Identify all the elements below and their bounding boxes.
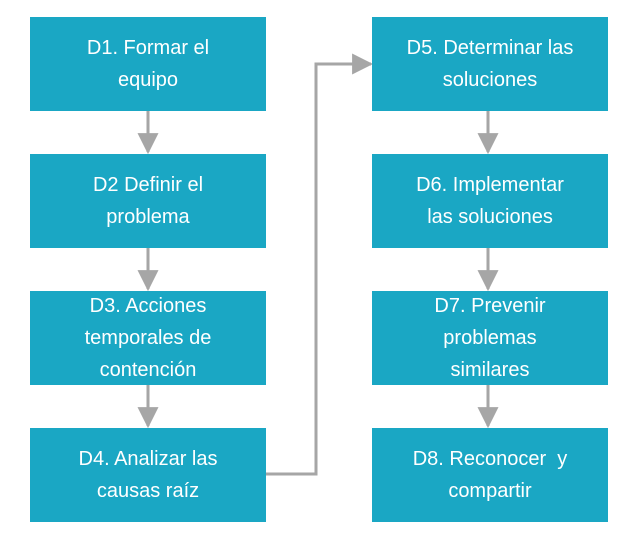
step-d6-line-2: las soluciones	[427, 206, 553, 228]
step-d7-line-3: similares	[450, 359, 530, 381]
step-d3-line-3: contención	[99, 359, 197, 381]
step-d3-line-2: temporales de	[84, 327, 212, 349]
step-d1-line-2: equipo	[117, 69, 179, 91]
step-d8-box: D8. Reconocer y compartir	[372, 428, 608, 522]
step-d4-line-1: D4. Analizar las	[78, 448, 218, 470]
step-d1-line-1: D1. Formar el	[86, 37, 210, 59]
step-d3-box: D3. Acciones temporales de contención	[30, 291, 266, 385]
step-d7-line-1: D7. Prevenir	[434, 295, 546, 317]
step-d2-line-2: problema	[106, 206, 190, 228]
step-d5-line-1: D5. Determinar las	[406, 37, 574, 59]
step-d7-box: D7. Prevenir problemas similares	[372, 291, 608, 385]
step-d4-line-2: causas raíz	[96, 480, 200, 502]
step-d4-box: D4. Analizar las causas raíz	[30, 428, 266, 522]
step-d6-box: D6. Implementar las soluciones	[372, 154, 608, 248]
step-d3-line-1: D3. Acciones	[89, 295, 207, 317]
step-d7-line-2: problemas	[443, 327, 537, 349]
arrow-d4-to-d5	[266, 53, 374, 476]
step-d6-line-1: D6. Implementar	[416, 174, 564, 196]
step-d8-line-2: compartir	[448, 480, 532, 502]
step-d5-box: D5. Determinar las soluciones	[372, 17, 608, 111]
step-d5-line-2: soluciones	[442, 69, 538, 91]
step-d1-box: D1. Formar el equipo	[30, 17, 266, 111]
step-d8-line-1: D8. Reconocer y	[412, 448, 568, 470]
step-d2-line-1: D2 Definir el	[92, 174, 204, 196]
step-d2-box: D2 Definir el problema	[30, 154, 266, 248]
